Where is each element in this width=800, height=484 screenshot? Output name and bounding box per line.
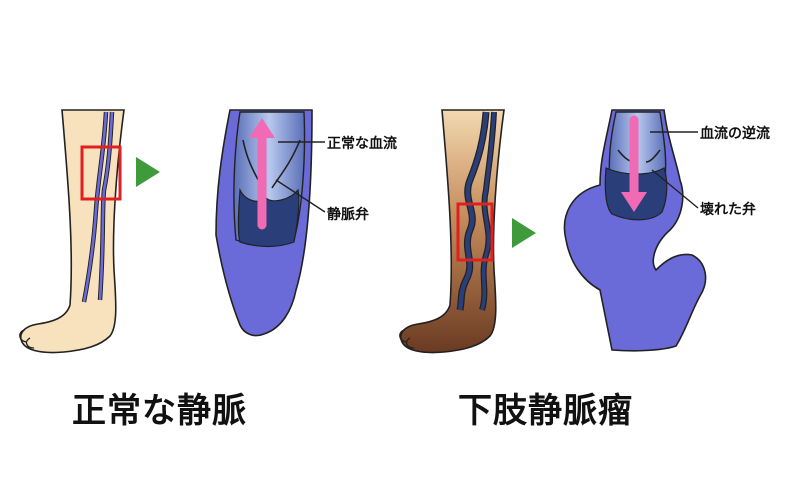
pointer-arrow bbox=[136, 157, 160, 187]
varicose-vein-magnified bbox=[563, 109, 707, 352]
caption-normal-vein: 正常な静脈 bbox=[72, 391, 247, 431]
callout-reverse-flow: 血流の逆流 bbox=[700, 126, 770, 142]
callout-normal-flow: 正常な血流 bbox=[327, 136, 397, 152]
varicose-leg bbox=[399, 109, 505, 354]
callout-line-vein-valve bbox=[275, 179, 326, 213]
normal-vein-magnified bbox=[215, 109, 313, 337]
pointer-arrow-2 bbox=[512, 218, 536, 248]
normal-leg bbox=[19, 109, 125, 354]
caption-varicose-vein: 下肢静脈瘤 bbox=[458, 391, 633, 431]
varicose-highlight-box bbox=[456, 202, 494, 262]
callout-line-broken-valve bbox=[651, 169, 699, 209]
callout-broken-valve: 壊れた弁 bbox=[700, 202, 756, 218]
callout-vein-valve: 静脈弁 bbox=[327, 207, 369, 223]
normal-highlight-box bbox=[80, 145, 122, 201]
